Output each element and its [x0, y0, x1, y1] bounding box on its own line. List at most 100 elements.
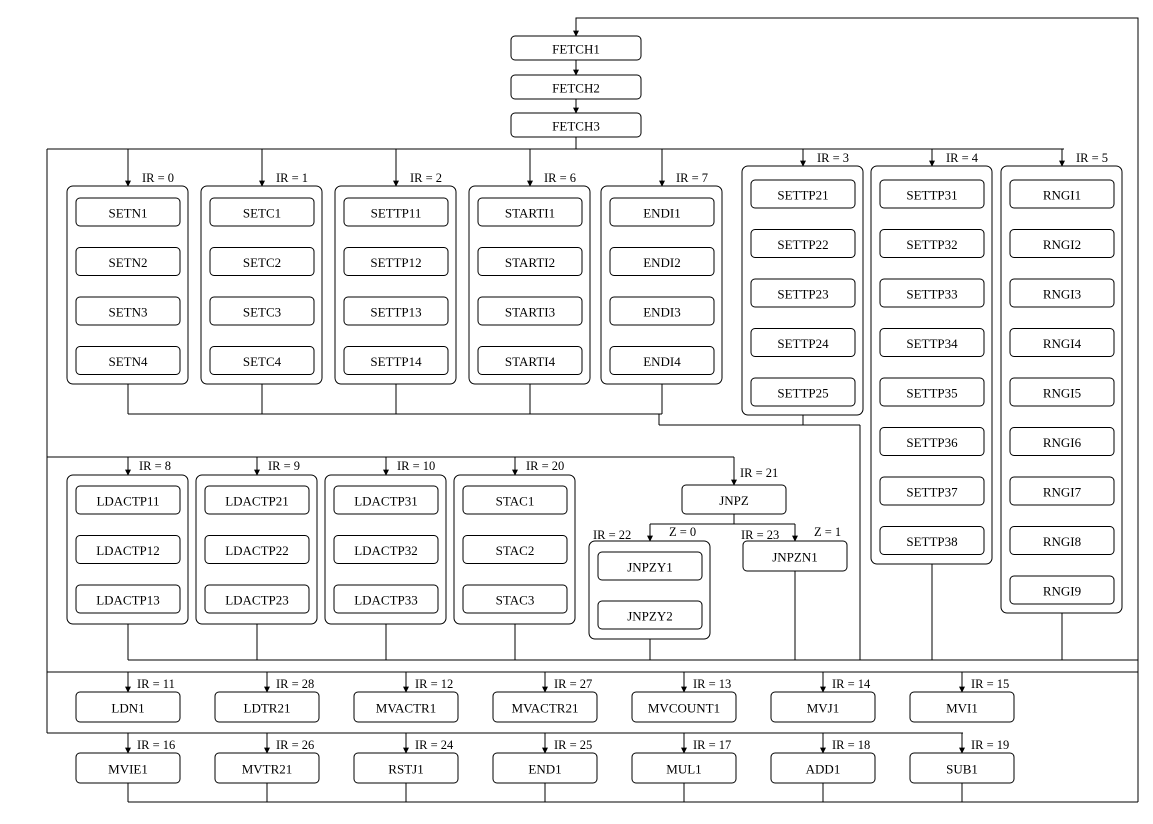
transition-arrow: [573, 17, 1139, 630]
state-box-sub1: [909, 752, 1015, 784]
state-box-ldactp31: [333, 485, 439, 515]
condition-label: Z = 1: [814, 525, 841, 539]
state-box-settp12: [343, 247, 449, 276]
state-box-jnpzy1: [597, 551, 703, 581]
state-label: LDACTP11: [96, 494, 159, 509]
state-label: MVCOUNT1: [648, 701, 720, 716]
state-box-endi1: [609, 197, 715, 227]
condition-label: IR = 11: [137, 677, 175, 691]
state-box-setn3: [75, 296, 181, 326]
state-label: STAC1: [496, 494, 535, 509]
state-box-fetch3: [510, 112, 642, 138]
state-box-jnpzn1: [742, 540, 848, 572]
state-box-ldactp13: [75, 584, 181, 614]
state-label: ENDI4: [643, 354, 681, 369]
state-label: SETN1: [109, 206, 148, 221]
condition-label: IR = 22: [593, 528, 631, 542]
state-box-ldactp12: [75, 535, 181, 564]
condition-label: IR = 16: [137, 738, 175, 752]
state-label: MUL1: [666, 762, 701, 777]
state-label: LDACTP31: [354, 494, 418, 509]
state-label: MVACTR21: [512, 701, 579, 716]
state-box-stac2: [462, 535, 568, 564]
state-label: SETC4: [243, 354, 282, 369]
state-box-setn2: [75, 247, 181, 276]
state-box-end1: [492, 752, 598, 784]
state-box-setc3: [209, 296, 315, 326]
state-label: ADD1: [806, 762, 841, 777]
state-label: MVJ1: [807, 701, 840, 716]
condition-label: IR = 6: [544, 171, 576, 185]
state-label: SETTP37: [906, 485, 958, 500]
state-label: STARTI3: [505, 305, 555, 320]
condition-label: IR = 8: [139, 459, 171, 473]
state-box-mvie1: [75, 752, 181, 784]
state-box-settp31: [879, 179, 985, 209]
state-box-endi2: [609, 247, 715, 276]
state-box-settp33: [879, 278, 985, 308]
state-box-settp24: [750, 328, 856, 357]
state-label: SETTP25: [777, 386, 828, 401]
state-label: SETTP34: [906, 336, 958, 351]
state-label: ENDI1: [643, 206, 681, 221]
state-label: ENDI3: [643, 305, 681, 320]
state-label: MVIE1: [108, 762, 148, 777]
condition-label: IR = 20: [526, 459, 564, 473]
state-label: MVTR21: [242, 762, 293, 777]
state-box-settp22: [750, 229, 856, 258]
state-label: SETN3: [109, 305, 148, 320]
state-label: JNPZY1: [627, 560, 673, 575]
state-box-jnpzy2: [597, 600, 703, 630]
state-box-stac3: [462, 584, 568, 614]
state-box-jnpz: [681, 484, 787, 515]
condition-label: IR = 4: [946, 151, 979, 165]
state-label: JNPZ: [719, 493, 749, 508]
condition-label: IR = 17: [693, 738, 731, 752]
branch-group-ir-2: [334, 185, 457, 385]
state-label: RSTJ1: [388, 762, 423, 777]
state-box-settp35: [879, 377, 985, 407]
state-box-mvi1: [909, 691, 1015, 723]
state-box-starti4: [477, 346, 583, 375]
state-box-settp21: [750, 179, 856, 209]
state-label: MVACTR1: [376, 701, 436, 716]
state-label: SETTP31: [906, 188, 957, 203]
state-label: LDACTP21: [225, 494, 289, 509]
state-box-add1: [770, 752, 876, 784]
state-label: SETN2: [109, 255, 148, 270]
state-box-endi3: [609, 296, 715, 326]
condition-label: IR = 14: [832, 677, 871, 691]
state-box-setc1: [209, 197, 315, 227]
state-label: RNGI4: [1043, 336, 1082, 351]
condition-label: IR = 27: [554, 677, 592, 691]
state-box-settp37: [879, 476, 985, 506]
state-box-mvcount1: [631, 691, 737, 723]
state-label: RNGI8: [1043, 534, 1081, 549]
state-box-rngi4: [1009, 328, 1115, 357]
state-label: RNGI3: [1043, 287, 1081, 302]
state-box-settp34: [879, 328, 985, 357]
branch-group-ir-0: [66, 185, 189, 385]
state-box-settp32: [879, 229, 985, 258]
state-box-setc2: [209, 247, 315, 276]
state-box-ldactp11: [75, 485, 181, 515]
state-label: LDACTP33: [354, 593, 418, 608]
state-label: RNGI7: [1043, 485, 1082, 500]
state-label: END1: [528, 762, 561, 777]
state-box-settp11: [343, 197, 449, 227]
state-box-settp25: [750, 377, 856, 407]
state-box-ldactp23: [204, 584, 310, 614]
state-label: ENDI2: [643, 255, 681, 270]
condition-label: IR = 21: [740, 466, 778, 480]
state-box-setn1: [75, 197, 181, 227]
state-box-ldactp21: [204, 485, 310, 515]
condition-label: IR = 5: [1076, 151, 1108, 165]
state-label: LDTR21: [244, 701, 291, 716]
state-label: SETTP12: [370, 255, 421, 270]
state-label: SETTP14: [370, 354, 422, 369]
state-label: SETTP24: [777, 336, 829, 351]
state-box-rngi9: [1009, 575, 1115, 605]
condition-label: IR = 28: [276, 677, 314, 691]
state-label: LDACTP12: [96, 543, 160, 558]
